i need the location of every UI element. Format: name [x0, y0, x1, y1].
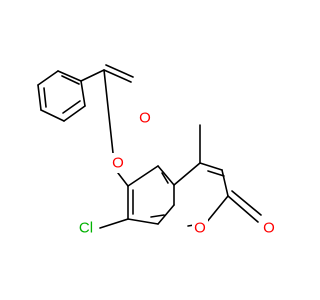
bond-line: [103, 69, 132, 83]
bond-line: [231, 190, 262, 216]
canvas-background: [0, 0, 300, 300]
atom-label-lactone-carbonyl-oxygen: O: [263, 220, 275, 237]
bond-line: [103, 69, 114, 154]
bond-line: [80, 80, 86, 107]
label-mask: [261, 218, 277, 238]
bond-line: [40, 109, 65, 122]
bond-line: [205, 195, 229, 224]
bond-line: [117, 172, 129, 187]
bond-line: [57, 70, 82, 82]
bond-lines: [37, 64, 262, 229]
atom-label-ring-oxygen: O: [194, 220, 206, 237]
bond-line: [43, 87, 47, 108]
label-mask: [110, 153, 126, 173]
bond-line: [105, 64, 134, 78]
label-mask: [74, 218, 98, 238]
atom-label-carbonyl-oxygen: O: [139, 110, 151, 127]
bond-line: [157, 204, 175, 225]
bond-line: [199, 162, 223, 171]
label-mask: [192, 218, 208, 238]
bond-line: [173, 162, 201, 186]
atom-label-chlorine: Cl: [79, 220, 93, 237]
label-mask: [137, 108, 153, 128]
bond-line: [221, 169, 229, 197]
bond-line: [63, 105, 86, 122]
atom-labels: O O Cl O O: [74, 108, 277, 238]
bond-line: [61, 75, 80, 85]
bond-line: [62, 100, 81, 114]
molecule-structure: O O Cl O O: [0, 0, 300, 300]
bond-line: [37, 70, 59, 86]
bond-line: [227, 195, 259, 223]
bond-line: [37, 84, 42, 111]
bond-line: [127, 218, 159, 225]
bond-line: [127, 165, 159, 187]
bond-line: [150, 214, 165, 218]
bond-line: [207, 170, 225, 177]
bond-line: [157, 165, 175, 186]
bond-line: [161, 172, 169, 184]
bond-line: [99, 218, 129, 229]
bond-line: [80, 69, 105, 82]
atom-label-ester-oxygen: O: [112, 155, 124, 172]
